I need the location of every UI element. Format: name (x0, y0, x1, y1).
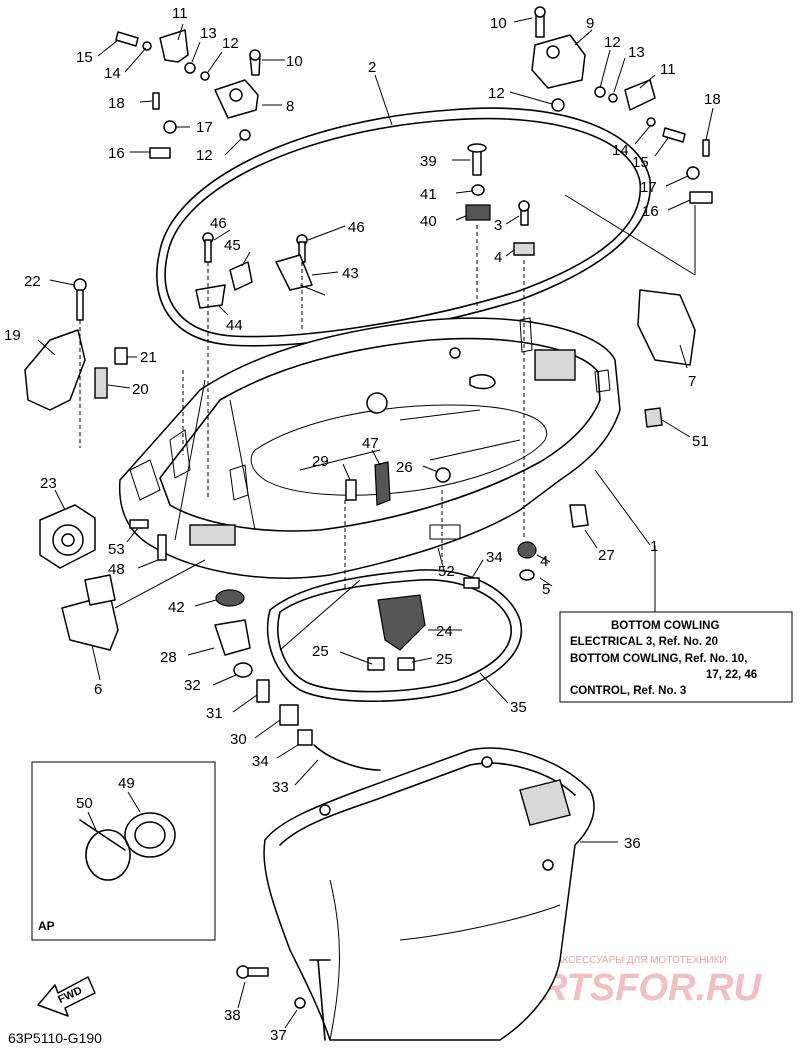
callout-label: 9 (586, 15, 594, 32)
callout-label: 22 (24, 273, 41, 290)
leader-lines (37, 17, 714, 1029)
bottom-cowling-1 (118, 317, 621, 579)
callout-label: 15 (76, 49, 93, 66)
callouts: 11 13 12 10 15 14 18 8 17 16 12 2 10 9 1… (4, 5, 721, 1044)
callout-label: 34 (252, 753, 269, 770)
callout-label: 4 (540, 553, 548, 570)
reference-box-line: BOTTOM COWLING, Ref. No. 10, (570, 653, 747, 665)
reference-box-line: CONTROL, Ref. No. 3 (570, 685, 686, 697)
callout-label: 41 (420, 186, 437, 203)
callout-label: 4 (494, 249, 502, 266)
callout-label: 28 (160, 649, 177, 666)
callout-label: 13 (628, 44, 645, 61)
callout-label: 45 (224, 237, 241, 254)
callout-label: 16 (642, 203, 659, 220)
callout-label: 1 (650, 538, 658, 555)
callout-label: 30 (230, 731, 247, 748)
watermark-tagline: ЗАПЧАСТИ И АКСЕССУАРЫ ДЛЯ МОТОТЕХНИКИ (490, 955, 727, 966)
callout-label: 47 (362, 435, 379, 452)
callout-label: 24 (436, 623, 453, 640)
callout-label: 31 (206, 705, 223, 722)
callout-label: 11 (660, 61, 676, 78)
reference-box-line: ELECTRICAL 3, Ref. No. 20 (570, 636, 718, 648)
callout-label: 46 (210, 215, 227, 232)
callout-label: 43 (342, 265, 359, 282)
callout-label: 40 (420, 213, 437, 230)
callout-label: 19 (4, 327, 21, 344)
callout-label: 15 (632, 154, 649, 171)
reference-box: BOTTOM COWLING ELECTRICAL 3, Ref. No. 20… (559, 611, 793, 703)
inset-label: AP (38, 919, 55, 933)
callout-label: 37 (270, 1027, 287, 1044)
callout-label: 6 (94, 681, 102, 698)
callout-label: 52 (438, 563, 455, 580)
callout-label: 51 (692, 433, 709, 450)
lower-case-36 (263, 747, 595, 1041)
callout-label: 16 (108, 145, 125, 162)
diagram-code: 63P5110-G190 (8, 1030, 102, 1046)
inset-box: AP (31, 761, 216, 941)
reference-box-line: 17, 22, 46 (706, 669, 757, 681)
callout-label: 27 (598, 547, 615, 564)
callout-label: 20 (132, 381, 149, 398)
callout-label: 26 (396, 459, 413, 476)
callout-label: 12 (222, 35, 239, 52)
callout-label: 35 (510, 699, 527, 716)
callout-label: 50 (76, 795, 93, 812)
reference-box-title: BOTTOM COWLING (611, 620, 719, 632)
callout-label: 14 (104, 65, 121, 82)
callout-label: 49 (118, 775, 135, 792)
callout-label: 29 (312, 453, 329, 470)
callout-label: 12 (488, 85, 505, 102)
callout-label: 17 (640, 179, 657, 196)
small-parts (24, 6, 713, 1041)
callout-label: 3 (494, 217, 502, 234)
callout-label: 12 (196, 147, 213, 164)
callout-label: 48 (108, 561, 125, 578)
callout-label: 25 (436, 651, 453, 668)
callout-label: 7 (688, 373, 696, 390)
callout-label: 17 (196, 119, 213, 136)
callout-label: 39 (420, 153, 437, 170)
cowling-seal-2 (156, 107, 652, 347)
callout-label: 8 (286, 98, 294, 115)
callout-label: 46 (348, 219, 365, 236)
callout-label: 18 (704, 91, 721, 108)
callout-label: 34 (486, 549, 503, 566)
callout-label: 36 (624, 835, 641, 852)
callout-label: 10 (490, 15, 507, 32)
callout-label: 18 (108, 95, 125, 112)
callout-label: 13 (200, 25, 217, 42)
callout-label: 21 (140, 349, 157, 366)
callout-label: 14 (612, 142, 629, 159)
callout-label: 2 (368, 59, 376, 76)
callout-label: 53 (108, 541, 125, 558)
callout-label: 32 (184, 677, 201, 694)
callout-label: 23 (40, 475, 57, 492)
fwd-arrow: FWD (37, 976, 96, 1017)
callout-label: 12 (604, 34, 621, 51)
callout-label: 33 (272, 779, 289, 796)
callout-label: 10 (286, 53, 303, 70)
callout-label: 38 (224, 1007, 241, 1024)
callout-label: 42 (168, 599, 185, 616)
callout-label: 11 (172, 5, 188, 22)
callout-label: 44 (226, 317, 243, 334)
callout-label: 5 (542, 581, 550, 598)
callout-label: 25 (312, 643, 329, 660)
gasket-35 (266, 569, 523, 702)
